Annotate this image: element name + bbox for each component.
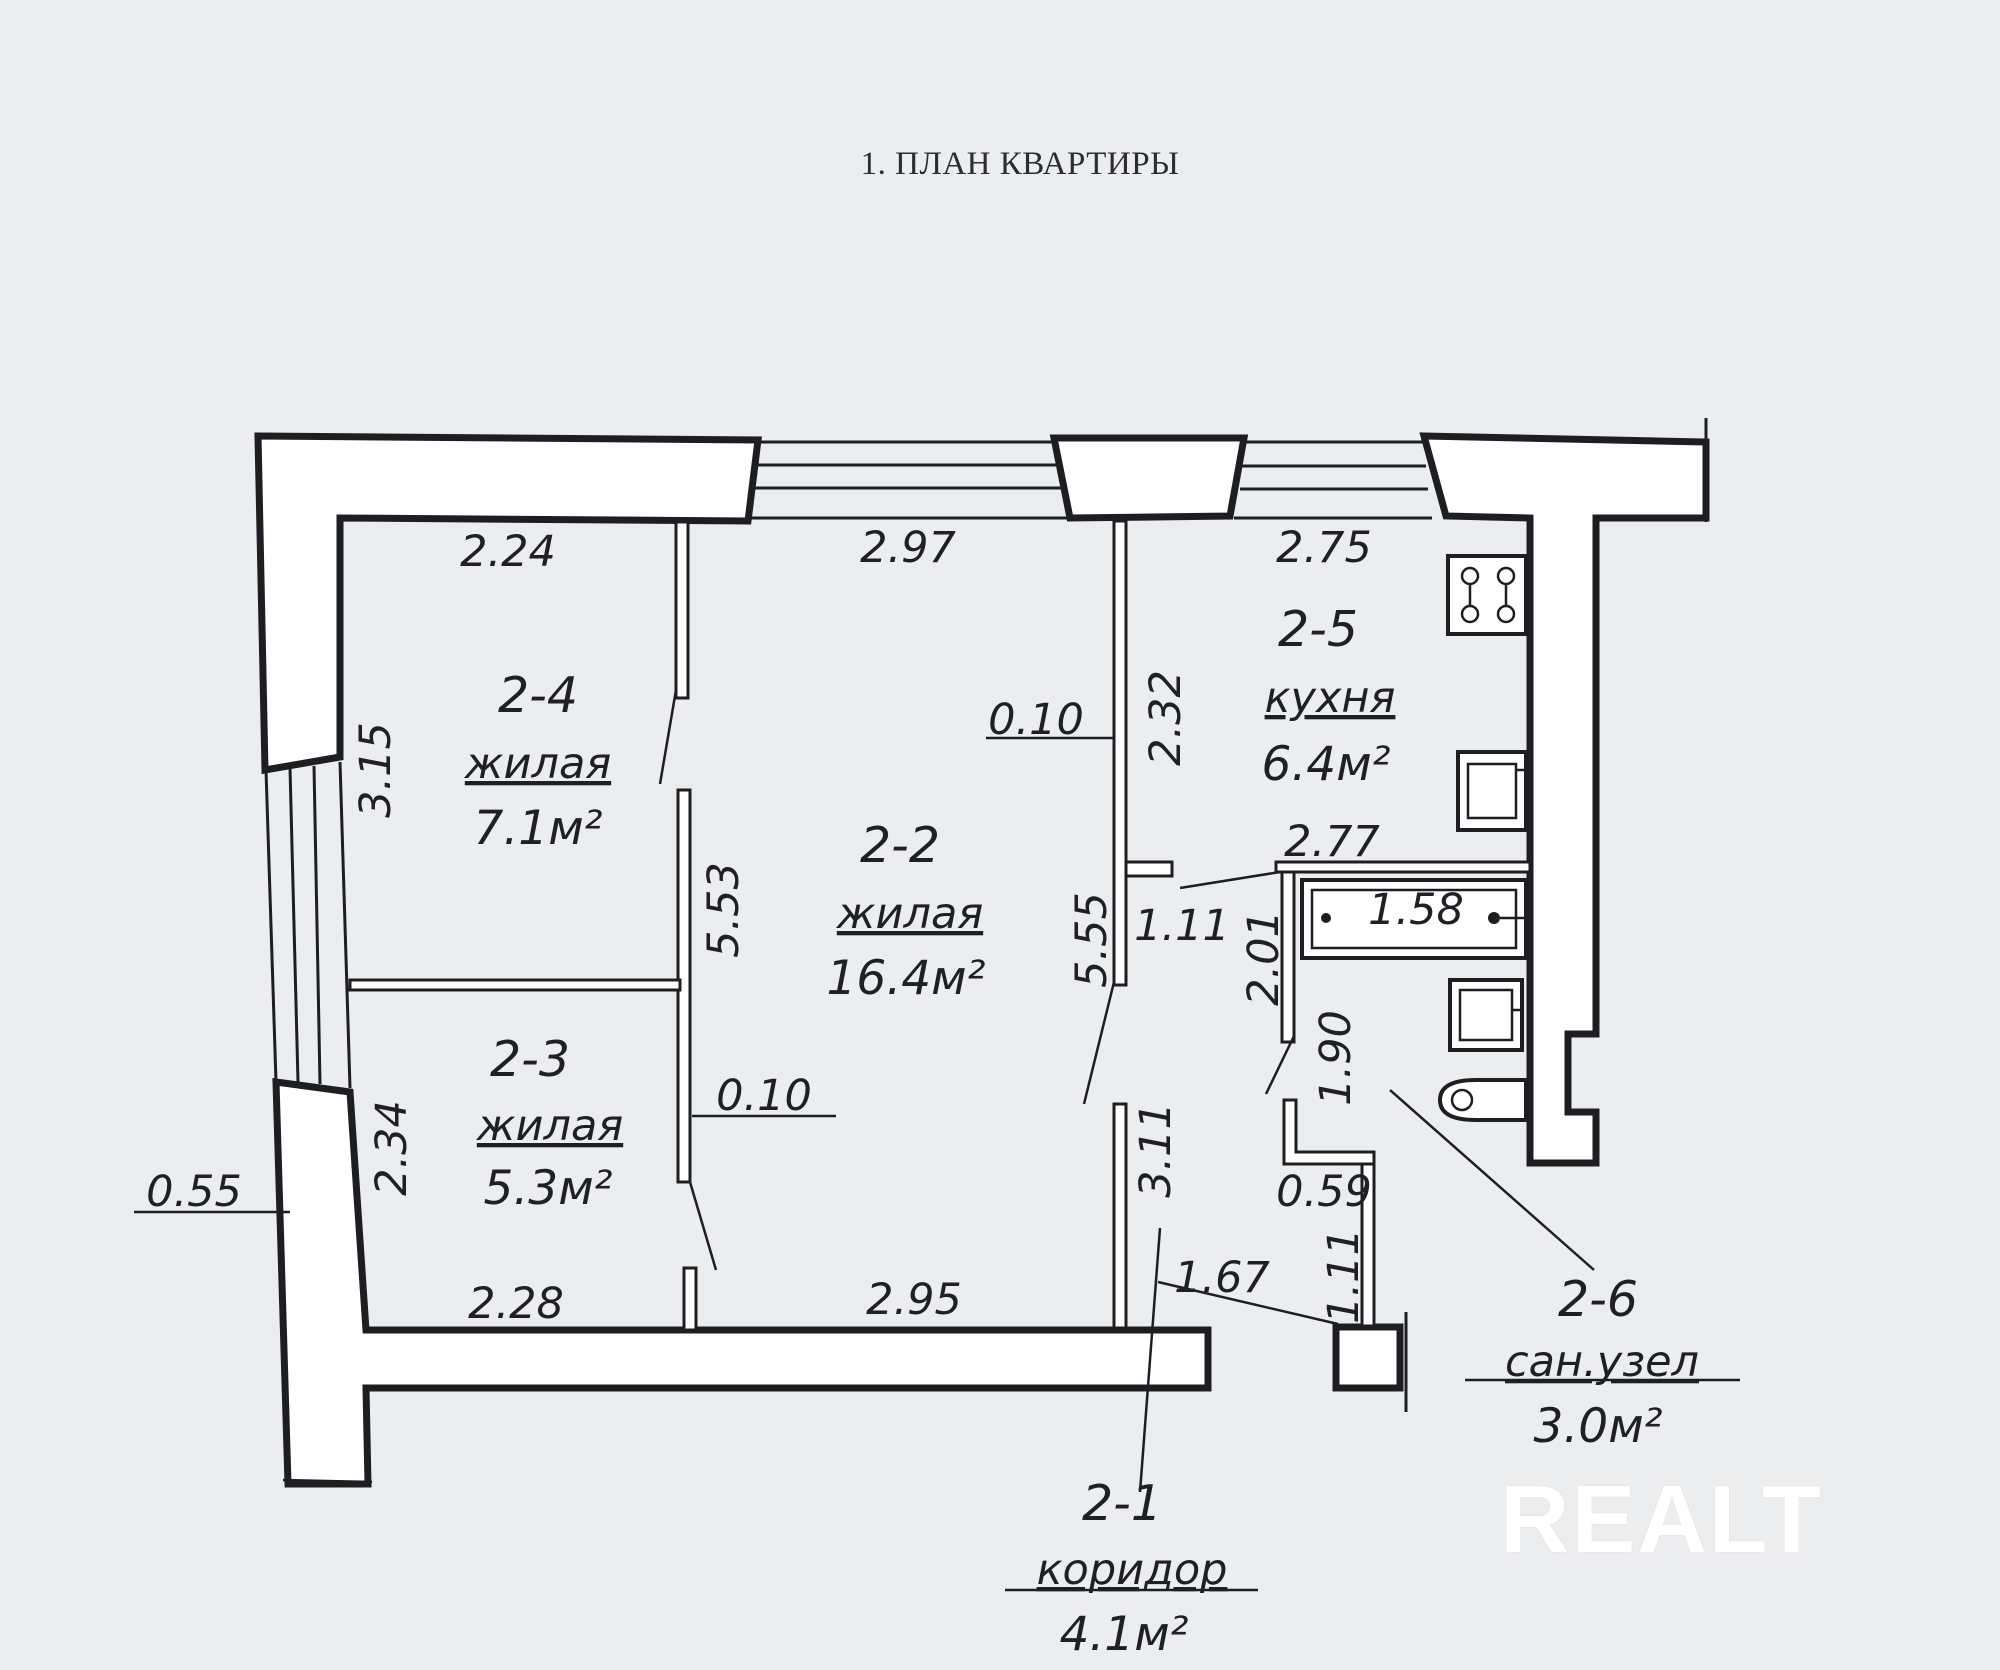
dim-2-01: 2.01	[1239, 910, 1289, 1006]
page-title: 1. ПЛАН КВАРТИРЫ	[860, 146, 1180, 182]
room-id: 2-5	[1278, 601, 1358, 658]
partition-24-23	[348, 978, 682, 992]
dim-1-58: 1.58	[1368, 885, 1464, 935]
dim-5-55: 5.55	[1067, 892, 1117, 988]
partition-bath-corridor	[1360, 1162, 1376, 1328]
room-id: 2-6	[1558, 1271, 1638, 1328]
dim-5-53: 5.53	[699, 862, 749, 958]
window-left	[264, 761, 352, 1089]
window-top-left	[750, 440, 1070, 520]
dim-0-10-a: 0.10	[988, 695, 1084, 745]
room-area: 4.1м²	[1059, 1607, 1188, 1662]
dim-2-24: 2.24	[460, 527, 556, 577]
room-area: 5.3м²	[483, 1161, 612, 1216]
room-name: кухня	[1265, 673, 1396, 723]
room-2-4: 2-4 жилая 7.1м²	[464, 667, 611, 856]
room-name: коридор	[1037, 1545, 1228, 1595]
dimension-labels: 2.24 2.97 2.75 0.10 2.77 1.58 1.11 0.10 …	[146, 523, 1464, 1329]
room-area: 16.4м²	[827, 951, 986, 1006]
window-top-right	[1234, 440, 1432, 520]
dim-2-34: 2.34	[367, 1100, 417, 1196]
wall-bottom-left	[272, 1077, 1212, 1488]
dim-3-11: 3.11	[1131, 1102, 1181, 1198]
dim-0-10-b: 0.10	[716, 1071, 812, 1121]
stove-icon	[1446, 554, 1528, 636]
room-2-6: 2-6 сан.узел 3.0м²	[1505, 1271, 1699, 1454]
partition-23-22-bottom	[682, 1266, 698, 1332]
toilet-icon	[1437, 1078, 1528, 1122]
washbasin-icon	[1448, 978, 1524, 1052]
partition-corridor-right	[1112, 1102, 1128, 1330]
dim-2-77: 2.77	[1284, 817, 1380, 867]
room-area: 6.4м²	[1261, 737, 1390, 792]
wall-bottom-right	[1332, 1323, 1404, 1392]
dim-0-55: 0.55	[146, 1167, 242, 1217]
wall-top-left	[254, 432, 762, 775]
dim-2-95: 2.95	[866, 1275, 962, 1325]
room-name: жилая	[836, 889, 983, 939]
room-area: 7.1м²	[473, 801, 602, 856]
kitchen-sink-icon	[1456, 750, 1528, 832]
dim-1-11-b: 1.11	[1319, 1228, 1369, 1324]
room-id: 2-2	[860, 817, 940, 874]
room-name: жилая	[476, 1101, 623, 1151]
partition-22-25	[1112, 519, 1128, 987]
dim-2-97: 2.97	[860, 523, 956, 573]
room-id: 2-1	[1082, 1475, 1162, 1532]
room-2-3: 2-3 жилая 5.3м²	[476, 1031, 623, 1216]
partition-22-25-stub	[1124, 860, 1174, 878]
room-id: 2-4	[498, 667, 578, 724]
dim-2-28: 2.28	[468, 1279, 564, 1329]
leader-lines	[134, 736, 1740, 1592]
dim-3-15: 3.15	[351, 722, 401, 818]
room-area: 3.0м²	[1533, 1399, 1662, 1454]
dim-1-90: 1.90	[1311, 1010, 1361, 1106]
room-2-2: 2-2 жилая 16.4м²	[827, 817, 986, 1006]
room-name: жилая	[464, 739, 611, 789]
dim-1-67: 1.67	[1174, 1253, 1270, 1303]
dim-0-59: 0.59	[1276, 1167, 1372, 1217]
partition-24-22-upper	[674, 520, 690, 700]
door-swings	[658, 689, 1296, 1271]
room-id: 2-3	[490, 1031, 570, 1088]
wall-extension-left	[282, 1478, 373, 1484]
dim-2-32: 2.32	[1141, 670, 1191, 766]
watermark-logo: REALT	[1500, 1466, 1823, 1573]
dim-1-11-a: 1.11	[1134, 901, 1230, 951]
room-name: сан.узел	[1505, 1337, 1699, 1387]
dim-2-75: 2.75	[1276, 523, 1372, 573]
partition-kitchen-bath	[1274, 860, 1532, 874]
partition-bath-lower	[1282, 1098, 1376, 1166]
room-2-5: 2-5 кухня 6.4м²	[1261, 601, 1395, 792]
room-2-1: 2-1 коридор 4.1м²	[1037, 1475, 1228, 1662]
partition-bath-door-upper	[1280, 870, 1296, 1044]
wall-pier-middle	[1049, 434, 1249, 522]
bathtub-icon	[1300, 878, 1528, 960]
